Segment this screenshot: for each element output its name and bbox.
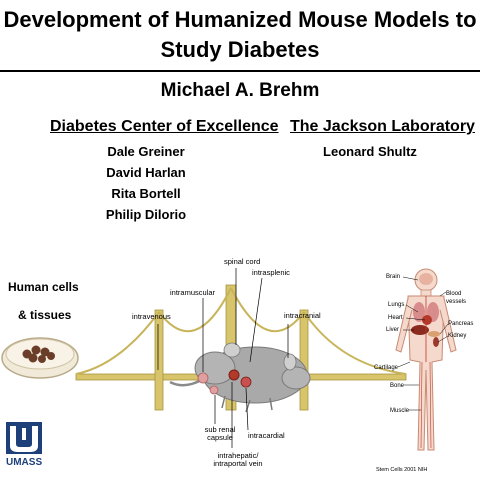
humanized-mouse-figure (1, 268, 457, 454)
human-body-icon (395, 268, 457, 451)
label-cartilage: Cartilage (374, 365, 399, 371)
right-group-heading: The Jackson Laboratory (290, 118, 475, 135)
figure-credit: Stem Cells 2001 NIH (376, 467, 428, 473)
name-item: Rita Bortell (111, 186, 181, 201)
label-kidney: Kidney (448, 333, 467, 339)
label-sub-renal-capsule: sub renal capsule (204, 425, 236, 442)
label-bone: Bone (390, 383, 405, 389)
label-intracranial: intracranial (284, 311, 321, 320)
label-intracardial: intracardial (248, 431, 285, 440)
label-pancreas: Pancreas (448, 321, 474, 327)
umass-logo-text: UMASS (6, 457, 43, 468)
title-line-1: Development of Humanized Mouse Models to (3, 7, 477, 32)
umass-logo-icon (6, 422, 42, 454)
name-item: Philip Dilorio (105, 207, 187, 222)
mouse-icon (169, 342, 311, 413)
name-item: Leonard Shultz (323, 144, 417, 159)
label-intrasplenic: intrasplenic (252, 268, 290, 277)
label-spinal-cord: spinal cord (224, 257, 261, 266)
label-intramuscular: intramuscular (170, 288, 216, 297)
human-cells-label: Human cells (8, 280, 79, 294)
tissues-label: & tissues (18, 308, 72, 322)
left-group-names: Dale Greiner David Harlan Rita Bortell P… (86, 141, 206, 225)
label-intravenous: intravenous (132, 312, 171, 321)
left-group-heading: Diabetes Center of Excellence (50, 118, 279, 135)
author-name: Michael A. Brehm (160, 80, 320, 101)
title-line-2: Study Diabetes (160, 37, 320, 62)
petri-dish-icon (1, 337, 79, 379)
label-blood-vessels: Blood vessels (446, 291, 467, 305)
pointer-lines (157, 268, 289, 448)
name-item: David Harlan (106, 165, 186, 180)
right-group-names: Leonard Shultz (310, 141, 430, 162)
name-item: Dale Greiner (107, 144, 185, 159)
body-pointer-lines (397, 276, 449, 411)
label-liver: Liver (386, 327, 400, 333)
label-lungs: Lungs (388, 302, 405, 308)
label-brain: Brain (386, 274, 401, 280)
label-muscle: Muscle (390, 408, 410, 414)
label-heart: Heart (388, 315, 403, 321)
title-divider (0, 70, 480, 72)
label-intrahepatic: intrahepatic/ intraportal vein (213, 451, 263, 468)
